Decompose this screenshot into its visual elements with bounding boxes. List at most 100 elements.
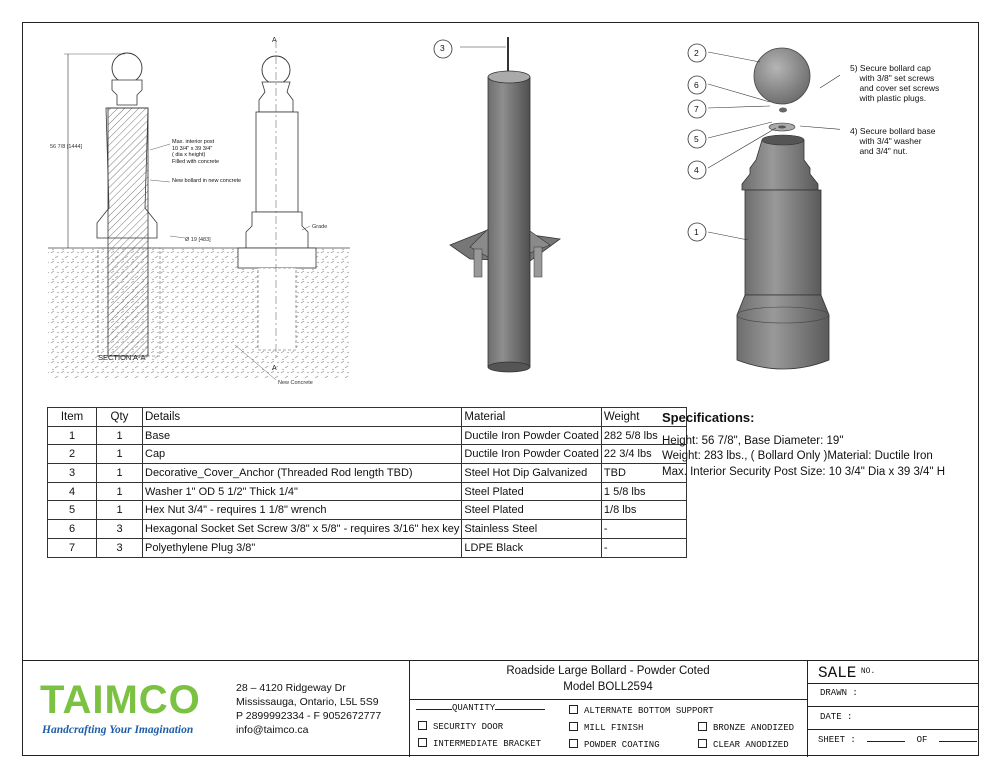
cell-qty: 1 [96,463,143,483]
logo-text: TAIMCO [40,681,201,717]
height-dimension: 56 7/8 [1444] [50,144,83,150]
cell-item: 3 [47,463,97,483]
col-item: Item [47,407,97,427]
interior-post-drawing [449,37,562,373]
option-alternate-bottom[interactable]: ALTERNATE BOTTOM SUPPORT [569,705,714,716]
cell-item: 2 [47,444,97,465]
cell-item: 4 [47,481,97,502]
option-clear-anodized[interactable]: CLEAR ANODIZED [698,739,789,750]
email: info@taimco.ca [236,724,309,736]
cell-material: LDPE Black [461,537,602,558]
new-concrete-label: New Concrete [278,380,313,386]
drawn-field[interactable]: DRAWN : [820,688,858,698]
cell-qty: 1 [96,425,143,446]
callout-4: 4 [694,165,699,175]
section-elevation-drawing: SECTION A-A 56 7/8 [1444] A A Ø 19 [483]… [48,37,350,386]
callout-7: 7 [694,104,699,114]
address-line-1: 28 – 4120 Ridgeway Dr [236,682,346,694]
exploded-view-drawing [707,47,840,370]
col-material: Material [461,407,602,427]
cell-details: Cap [141,444,463,465]
section-label: SECTION A-A [98,353,146,362]
sheet-field[interactable]: SHEET : OF [818,735,977,745]
col-details: Details [141,407,463,427]
cell-details: Hex Nut 3/4" - requires 1 1/8" wrench [141,500,463,521]
cell-qty: 1 [96,444,143,465]
option-label: SECURITY DOOR [433,722,504,732]
cell-material: Steel Plated [461,481,602,502]
option-powder-coating[interactable]: POWDER COATING [569,739,660,750]
option-label: ALTERNATE BOTTOM SUPPORT [584,706,714,716]
cell-qty: 3 [96,519,143,539]
callout-6: 6 [694,80,699,90]
option-label: INTERMEDIATE BRACKET [433,739,542,749]
drawing-frame [22,22,979,756]
option-mill-finish[interactable]: MILL FINISH [569,722,643,733]
checkbox[interactable] [569,739,578,748]
option-security-door[interactable]: SECURITY DOOR [418,721,503,732]
option-bronze-anodized[interactable]: BRONZE ANODIZED [698,722,794,733]
cell-qty: 1 [96,500,143,521]
cell-details: Base [141,425,463,446]
cell-qty: 3 [96,537,143,558]
quantity-field[interactable]: QUANTITY [416,703,546,713]
cell-details: Washer 1" OD 5 1/2" Thick 1/4" [141,481,463,502]
option-label: CLEAR ANODIZED [713,740,789,750]
checkbox[interactable] [698,739,707,748]
specifications-title: Specifications: [662,410,755,425]
option-intermediate-bracket[interactable]: INTERMEDIATE BRACKET [418,738,541,749]
model-number: Model BOLL2594 [563,681,653,693]
title-block: TAIMCO Handcrafting Your Imagination 28 … [22,660,979,757]
callout-1: 1 [694,227,699,237]
cell-material: Ductile Iron Powder Coated [461,444,602,465]
section-marker-top: A [272,37,277,44]
cell-details: Polyethylene Plug 3/8" [141,537,463,558]
note-secure-base: 4) Secure bollard base with 3/4" washer … [850,126,936,156]
option-label: MILL FINISH [584,723,644,733]
taimco-logo: TAIMCO [40,681,201,717]
note-secure-cap: 5) Secure bollard cap with 3/8" set scre… [850,63,940,103]
logo-tagline: Handcrafting Your Imagination [42,724,194,736]
phone-fax: P 2899992334 - F 9052672777 [236,710,382,722]
sale-number: SALE NO. [818,664,875,682]
checkbox[interactable] [418,721,427,730]
section-marker-bottom: A [272,365,277,372]
cell-material: Steel Plated [461,500,602,521]
grade-label: Grade [312,224,327,230]
callout-bubble-3 [433,39,453,59]
table-header-row: Item Qty Details Material Weight [47,407,687,427]
checkbox[interactable] [698,722,707,731]
drawing-title: Roadside Large Bollard - Powder Coted [506,665,710,677]
checkbox[interactable] [418,738,427,747]
callout-3: 3 [440,43,445,53]
cell-item: 6 [47,519,97,539]
date-field[interactable]: DATE : [820,712,853,722]
cell-details: Hexagonal Socket Set Screw 3/8" x 5/8" -… [141,519,463,539]
exploded-callout-bubbles [687,43,707,242]
sale-no-label: NO. [860,667,876,676]
option-label: BRONZE ANODIZED [713,723,795,733]
spec-weight: Weight: 283 lbs., ( Bollard Only )Materi… [662,450,933,462]
of-label: OF [916,735,928,745]
option-label: POWDER COATING [584,740,660,750]
cell-item: 5 [47,500,97,521]
cell-material: Steel Hot Dip Galvanized [461,463,602,483]
sale-label: SALE [818,664,857,682]
cell-weight: - [600,537,687,558]
cell-item: 7 [47,537,97,558]
checkbox[interactable] [569,722,578,731]
cell-weight: 1/8 lbs [600,500,687,521]
checkbox[interactable] [569,705,578,714]
cell-material: Stainless Steel [461,519,602,539]
spec-height: Height: 56 7/8", Base Diameter: 19" [662,434,844,447]
cell-qty: 1 [96,481,143,502]
callout-2: 2 [694,48,699,58]
interior-post-note: Max. interior post 10 3/4" x 39 3/4" ( d… [172,139,220,165]
